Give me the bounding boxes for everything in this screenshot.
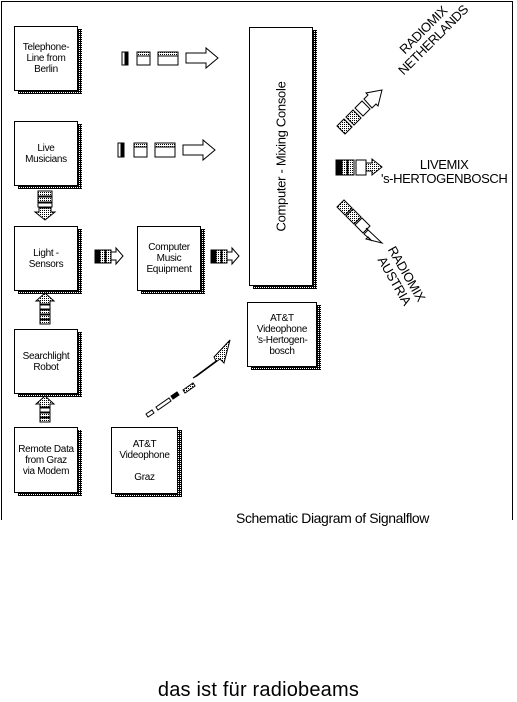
livemix-label: LIVEMIX 's-HERTOGENBOSCH [381,157,508,186]
videophone-graz-label: AT&T Videophone Graz [119,438,170,483]
computer-music-box: Computer Music Equipment [137,226,201,291]
telephone-line-label: Telephone- Line from Berlin [22,42,70,75]
light-sensors-box: Light - Sensors [14,226,78,291]
remote-data-box: Remote Data from Graz via Modem [14,427,78,493]
diagram-frame [1,1,513,520]
mixing-console-box: Computer - Mixing Console [249,27,313,286]
arrow-music-to-console [210,246,240,266]
videophone-hertogenbosch-box: AT&T Videophone 's-Hertogen- bosch [247,302,317,367]
arrow-to-livemix [335,157,383,177]
live-musicians-box: Live Musicians [14,121,78,186]
arrow-graz-to-videophone [145,339,231,418]
arrow-musicians-to-sensors [33,190,57,221]
arrow-remote-to-robot [34,395,56,423]
light-sensors-label: Light - Sensors [28,247,64,270]
videophone-graz-box: AT&T Videophone Graz [111,427,178,494]
footer-text: das ist für radiobeams [157,679,360,701]
arrow-robot-to-sensors [34,292,56,325]
videophone-hertogenbosch-label: AT&T Videophone 's-Hertogen- bosch [256,312,308,357]
arrow-sensors-to-music [94,246,124,266]
schematic-caption: Schematic Diagram of Signalflow [234,510,432,526]
packet-row-musicians [117,138,216,162]
packet-row-telephone [121,46,219,70]
arrow-to-radiomix-austria [336,199,384,244]
telephone-line-box: Telephone- Line from Berlin [14,26,78,91]
remote-data-label: Remote Data from Graz via Modem [18,443,74,477]
arrow-to-radiomix-netherlands [336,89,383,135]
live-musicians-label: Live Musicians [25,142,67,165]
computer-music-label: Computer Music Equipment [146,242,192,275]
searchlight-robot-box: Searchlight Robot [14,329,78,394]
searchlight-robot-label: Searchlight Robot [22,350,70,373]
